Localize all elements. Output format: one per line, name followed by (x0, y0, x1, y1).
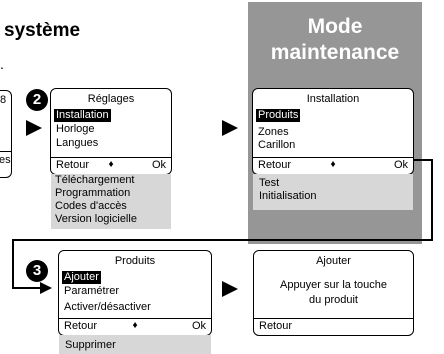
menu-item-horloge[interactable]: Horloge (56, 123, 95, 135)
ok-button[interactable]: Ok (191, 320, 206, 332)
menu-item-parametrer[interactable]: Paramétrer (64, 285, 120, 297)
instruction-text-line1: Appuyer sur la touche (279, 279, 387, 291)
partial-screen-divider (0, 151, 11, 152)
screen-title: Réglages (87, 93, 135, 105)
arrow-right-icon (40, 282, 52, 294)
menu-item-zones[interactable]: Zones (258, 126, 289, 138)
menu-item-test[interactable]: Test (259, 177, 280, 189)
mode-title-line2: maintenance (270, 41, 400, 64)
menu-item-programmation[interactable]: Programmation (55, 187, 131, 199)
screen-footer: Retour ♦ Ok (51, 157, 171, 174)
more-items-produits: Supprimer (59, 335, 211, 354)
arrow-right-icon (222, 120, 238, 136)
more-items-reglages: Téléchargement Programmation Codes d'acc… (51, 174, 171, 229)
connector-line (12, 287, 42, 289)
ok-button[interactable]: Ok (151, 159, 166, 171)
back-button[interactable]: Retour (56, 159, 90, 171)
up-down-icon: ♦ (330, 159, 336, 170)
up-down-icon: ♦ (132, 320, 138, 331)
connector-line (431, 159, 433, 241)
instruction-text-line2: du produit (309, 294, 358, 306)
more-items-installation: Test Initialisation (253, 174, 413, 210)
back-button[interactable]: Retour (258, 159, 292, 171)
menu-item-ajouter[interactable]: Ajouter (62, 271, 101, 284)
screen-footer: Retour (254, 318, 413, 335)
arrow-right-icon (222, 281, 238, 297)
connector-line (12, 239, 14, 289)
mode-maintenance-title: Mode maintenance (248, 14, 422, 66)
menu-item-initialisation[interactable]: Initialisation (259, 190, 317, 202)
step-3-badge: 3 (26, 260, 48, 282)
menu-item-installation[interactable]: Installation (54, 109, 111, 122)
screen-installation: Installation Produits Zones Carillon Ret… (252, 88, 414, 175)
partial-screen-number: 8 (0, 94, 7, 106)
screen-footer: Retour ♦ Ok (59, 318, 211, 335)
screen-produits: Produits Ajouter Paramétrer Activer/désa… (58, 250, 212, 336)
partial-screen-text: es (0, 154, 11, 166)
back-button[interactable]: Retour (64, 320, 98, 332)
screen-ajouter: Ajouter Appuyer sur la touche du produit… (253, 250, 414, 336)
up-down-icon: ♦ (108, 159, 114, 170)
menu-item-produits[interactable]: Produits (256, 109, 301, 122)
menu-item-langues[interactable]: Langues (56, 137, 99, 149)
menu-item-carillon[interactable]: Carillon (258, 139, 296, 151)
screen-title: Ajouter (316, 255, 351, 267)
screen-reglages: Réglages Installation Horloge Langues Re… (50, 88, 172, 175)
menu-item-activer-desactiver[interactable]: Activer/désactiver (64, 301, 151, 313)
menu-item-telechargement[interactable]: Téléchargement (55, 174, 135, 186)
step-2-badge: 2 (26, 89, 48, 111)
screen-footer: Retour ♦ Ok (253, 157, 413, 174)
connector-line (413, 159, 433, 161)
subtitle-fragment: . (0, 56, 4, 72)
connector-line (12, 239, 433, 241)
mode-title-line1: Mode (307, 15, 363, 38)
screen-title: Produits (114, 255, 156, 267)
partial-screen: 8 es (0, 90, 12, 178)
menu-item-version-logicielle[interactable]: Version logicielle (55, 213, 137, 225)
page-title: système (4, 20, 81, 41)
arrow-right-icon (26, 120, 42, 136)
screen-title: Installation (306, 93, 360, 105)
ok-button[interactable]: Ok (393, 159, 408, 171)
back-button[interactable]: Retour (259, 320, 293, 332)
menu-item-supprimer[interactable]: Supprimer (65, 339, 116, 351)
menu-item-codes-acces[interactable]: Codes d'accès (55, 200, 127, 212)
